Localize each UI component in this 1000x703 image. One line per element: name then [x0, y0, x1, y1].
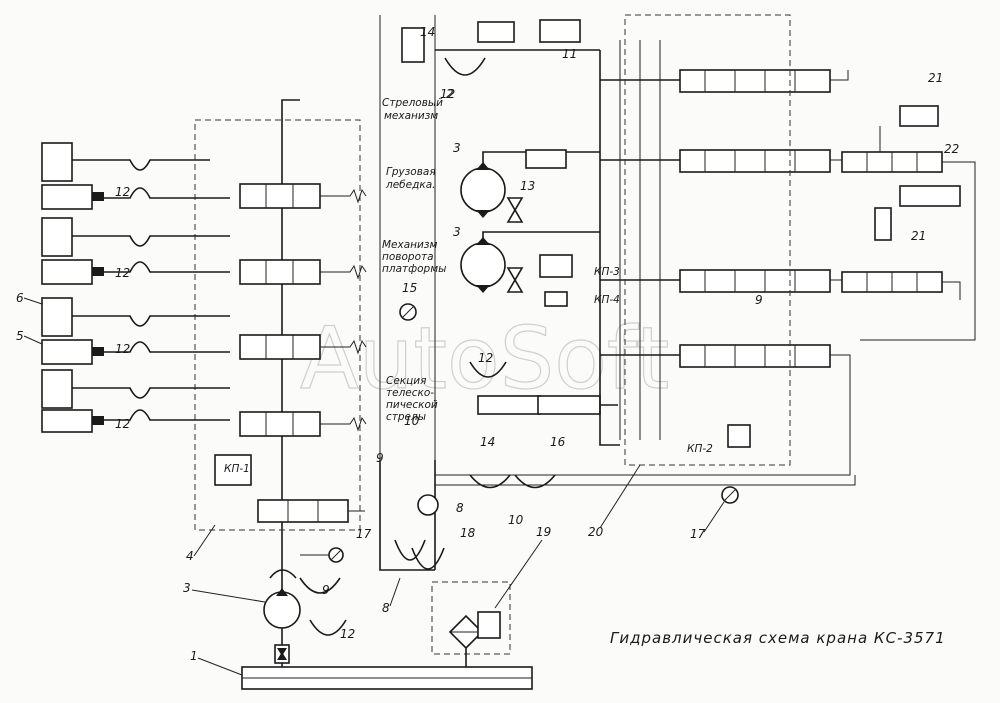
label-boom-1: Стреловый — [382, 97, 443, 109]
callout-12a: 12 — [115, 185, 130, 199]
control-block-frame — [624, 14, 791, 466]
valve-labels: КП-1 КП-2 КП-3 КП-4 — [224, 266, 713, 475]
label-winch-1: Грузовая — [386, 166, 436, 178]
callout-11: 11 — [562, 47, 577, 61]
label-kp1: КП-1 — [224, 463, 250, 475]
callout-3b: 3 — [453, 141, 461, 155]
callout-3c: 3 — [453, 225, 461, 239]
left-actuators — [41, 142, 230, 433]
callout-21: 21 — [928, 71, 943, 85]
callout-6: 6 — [16, 291, 24, 305]
callout-9c: 9 — [755, 293, 763, 307]
main-pump — [263, 540, 301, 667]
callout-1: 1 — [190, 649, 198, 663]
callout-21b: 21 — [911, 229, 926, 243]
callout-3: 3 — [183, 581, 191, 595]
left-spool-valves — [214, 183, 367, 523]
callout-15: 15 — [402, 281, 417, 295]
callout-8: 8 — [456, 501, 464, 515]
diagram-caption: Гидравлическая схема крана КС-3571 — [610, 629, 946, 647]
callout-17b: 17 — [690, 527, 706, 541]
callout-18: 18 — [460, 526, 476, 540]
center-column — [379, 15, 618, 460]
callout-14: 14 — [420, 25, 435, 39]
label-rotation-2: поворота — [382, 251, 434, 263]
return-manifold — [299, 460, 556, 667]
right-piping — [435, 40, 976, 504]
label-rotation-3: платформы — [382, 263, 446, 275]
callout-13: 13 — [520, 179, 535, 193]
section-labels: Стреловый механизм Грузовая лебедка. Мех… — [382, 97, 446, 423]
callout-10b: 10 — [508, 513, 524, 527]
label-tele-4: стрелы — [386, 411, 426, 423]
callout-12f: 12 — [478, 351, 493, 365]
callout-2: 2 — [446, 87, 454, 101]
callout-12g: 12 — [440, 87, 455, 101]
callout-22: 22 — [944, 142, 959, 156]
label-kp4: КП-4 — [594, 294, 620, 306]
label-rotation-1: Механизм — [382, 239, 437, 251]
watermark: AutoSoft — [300, 309, 669, 409]
label-boom-2: механизм — [384, 110, 438, 122]
callout-19: 19 — [536, 525, 551, 539]
callout-17: 17 — [356, 527, 372, 541]
callout-9: 9 — [376, 451, 384, 465]
label-kp3: КП-3 — [594, 266, 620, 278]
callout-12d: 12 — [115, 417, 130, 431]
tank — [241, 666, 533, 690]
label-tele-3: пической — [386, 399, 438, 411]
distributor-block-frame — [194, 119, 361, 531]
callout-12c: 12 — [115, 342, 130, 356]
callout-12e: 12 — [340, 627, 355, 641]
label-tele-2: телеско- — [386, 387, 434, 399]
callout-10: 10 — [404, 414, 420, 428]
callout-9b: 9 — [322, 583, 330, 597]
right-spool-valves — [679, 69, 961, 368]
label-winch-2: лебедка. — [385, 179, 435, 191]
callout-8b: 8 — [382, 601, 390, 615]
callout-20: 20 — [588, 525, 604, 539]
callout-16: 16 — [550, 435, 566, 449]
callout-4: 4 — [186, 549, 194, 563]
label-kp2: КП-2 — [687, 443, 713, 455]
callouts: 1 2 3 3 3 4 6 5 8 8 9 9 9 10 10 11 12 12… — [16, 25, 959, 676]
callout-14b: 14 — [480, 435, 495, 449]
callout-12b: 12 — [115, 266, 130, 280]
callout-5: 5 — [16, 329, 24, 343]
label-tele-1: Секция — [386, 375, 426, 387]
